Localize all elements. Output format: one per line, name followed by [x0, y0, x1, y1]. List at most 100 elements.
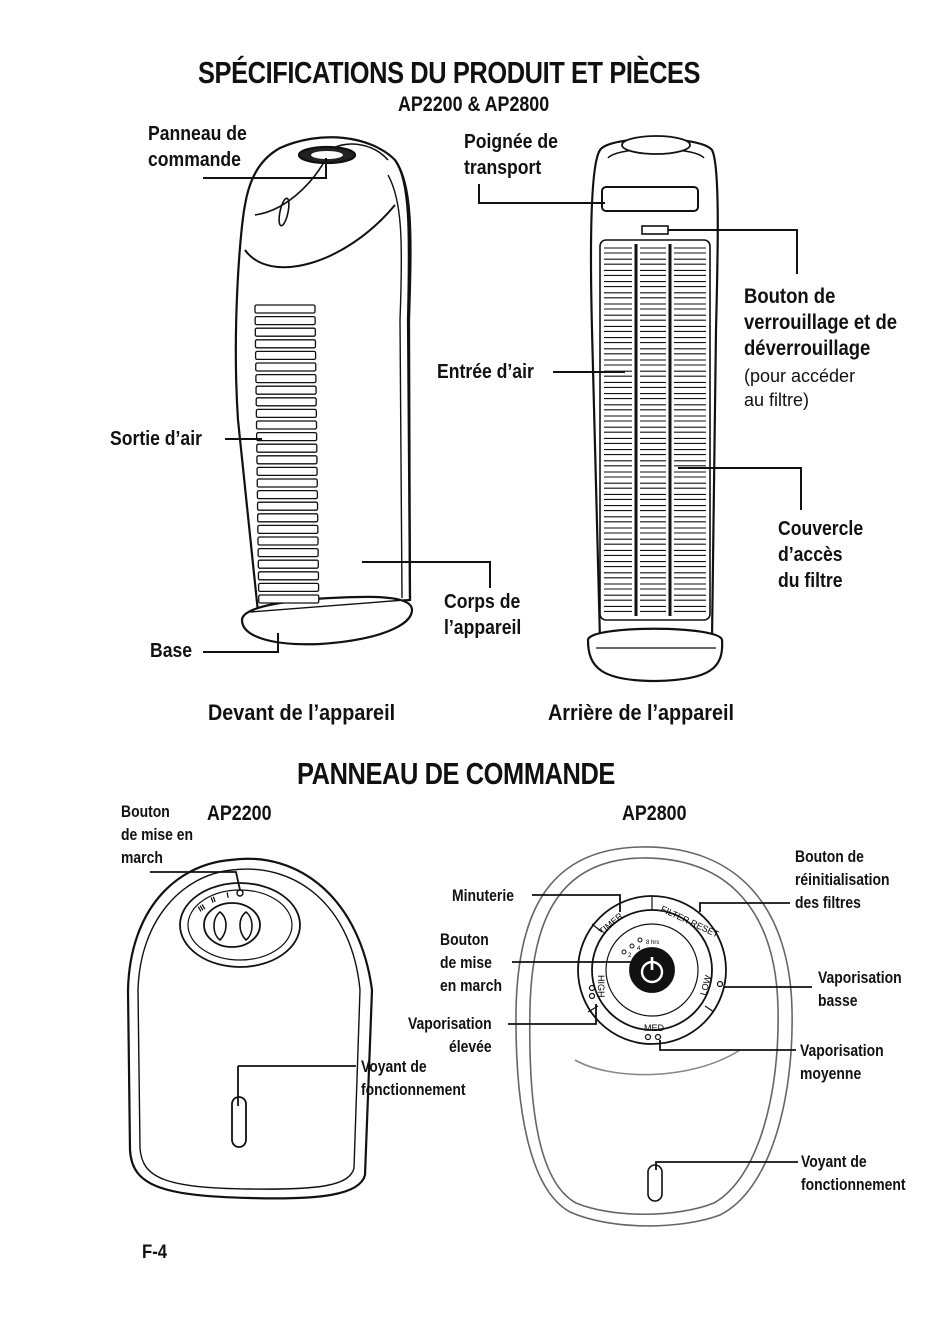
back-grille-slat [674, 359, 706, 366]
back-grille-slat [674, 471, 706, 478]
back-grille-slat [604, 381, 632, 388]
back-grille-slat [640, 269, 666, 276]
back-grille-slat [604, 471, 632, 478]
label-bouton-verrouillage-note: (pour accéder au filtre) [744, 366, 856, 410]
back-grille-slat [604, 561, 632, 568]
back-grille-slat [640, 393, 666, 400]
back-grille-slat [604, 538, 632, 545]
front-grille-slat [257, 524, 319, 535]
front-grille-slat [256, 443, 318, 453]
front-grille-slat [254, 327, 316, 337]
label-panneau-de-commande: Panneau de commande [148, 123, 247, 171]
appliance-illustrations [203, 135, 802, 683]
back-grille-slat [640, 348, 666, 355]
ap2200-knob-mark-1: I [226, 891, 230, 900]
back-grille-slat [674, 482, 706, 489]
back-grille-slat [640, 583, 666, 590]
back-grille-slat [640, 404, 666, 411]
back-grille-slat [674, 337, 706, 344]
back-grille-slat [674, 449, 706, 456]
ring-label-high: HIGH [596, 975, 606, 998]
front-grille-slat [256, 501, 319, 511]
back-grille-slat [674, 437, 706, 444]
ap2200-knob-mark-3: III [197, 903, 207, 914]
back-grille-slat [640, 303, 666, 310]
back-grille-slat [604, 415, 632, 422]
front-grille-slat [257, 582, 320, 593]
back-grille-slat [674, 594, 706, 601]
back-grille-slat [604, 247, 632, 254]
page-title: SPÉCIFICATIONS DU PRODUIT ET PIÈCES [198, 55, 701, 90]
back-grille-slat [604, 572, 632, 579]
front-grille-slat [257, 513, 319, 523]
back-grille-slat [640, 247, 666, 254]
back-grille-slat [674, 314, 706, 321]
back-grille-slat [604, 281, 632, 288]
front-grille-slat [257, 571, 320, 581]
back-grille-slat [674, 258, 706, 265]
page-number: F-4 [142, 1242, 168, 1263]
back-grille-slat [674, 381, 706, 388]
back-grille-slat [674, 516, 706, 523]
back-grille-slat [674, 348, 706, 355]
back-grille-slat [674, 325, 706, 332]
back-grille-slat [640, 325, 666, 332]
front-grille-slat [256, 478, 318, 488]
front-grille-slat [254, 315, 316, 326]
back-grille-slat [604, 314, 632, 321]
back-grille-slat [640, 415, 666, 422]
back-grille [604, 247, 706, 612]
back-grille-slat [640, 426, 666, 433]
back-grille-slat [604, 325, 632, 332]
back-grille-slat [640, 516, 666, 523]
back-grille-slat [674, 269, 706, 276]
ring-label-med: MED [644, 1023, 665, 1033]
label-entree-d-air: Entrée d’air [437, 361, 534, 383]
back-grille-slat [640, 337, 666, 344]
hours-label-2: 2 [628, 953, 632, 959]
back-grille-slat [674, 549, 706, 556]
panel-section-title: PANNEAU DE COMMANDE [297, 756, 615, 791]
back-grille-slat [604, 482, 632, 489]
back-grille-slat [640, 381, 666, 388]
back-grille-slat [604, 527, 632, 534]
ap2800-model: AP2800 [622, 802, 687, 825]
back-grille-slat [674, 572, 706, 579]
ap2800-label-vaporisation-elevee: Vaporisation élevée [408, 1014, 492, 1056]
back-grille-slat [674, 303, 706, 310]
back-grille-slat [674, 527, 706, 534]
front-grille-slat [257, 547, 319, 558]
label-corps-de-l-appareil: Corps de l’appareil [444, 591, 522, 639]
front-grille-slat [254, 304, 316, 314]
back-grille-slat [640, 482, 666, 489]
back-grille-slat [674, 460, 706, 467]
ap2800-label-minuterie: Minuterie [452, 886, 514, 905]
back-grille-slat [674, 605, 706, 612]
models-subtitle: AP2200 & AP2800 [398, 93, 550, 116]
front-grille-slat [257, 536, 319, 546]
label-poignee-de-transport: Poignée de transport [464, 131, 558, 179]
front-grille-slat [256, 489, 319, 500]
back-grille-slat [604, 258, 632, 265]
caption-arriere: Arrière de l’appareil [548, 700, 734, 725]
back-grille-slat [604, 594, 632, 601]
back-grille-slat [640, 572, 666, 579]
front-grille-slat [255, 431, 318, 442]
front-grille-slat [258, 594, 320, 604]
ap2200-label-voyant: Voyant de fonctionnement [361, 1057, 466, 1099]
ap2800-dial [577, 895, 727, 1202]
control-panel-illustrations: III II I TIMER FILTER RESET HIGH LOW MED… [126, 846, 812, 1227]
back-grille-slat [640, 281, 666, 288]
back-grille-slat [640, 471, 666, 478]
back-grille-slat [640, 549, 666, 556]
back-grille-slat [604, 269, 632, 276]
back-grille-slat [640, 505, 666, 512]
back-grille-slat [640, 314, 666, 321]
front-grille-slat [256, 455, 318, 465]
back-grille-slat [674, 426, 706, 433]
ap2800-label-reinitialisation: Bouton de réinitialisation des filtres [795, 847, 890, 912]
hours-label-8: 8 hrs [646, 940, 659, 946]
back-grille-slat [640, 460, 666, 467]
ap2200-drawing [126, 857, 374, 1200]
back-grille-slat [674, 292, 706, 299]
